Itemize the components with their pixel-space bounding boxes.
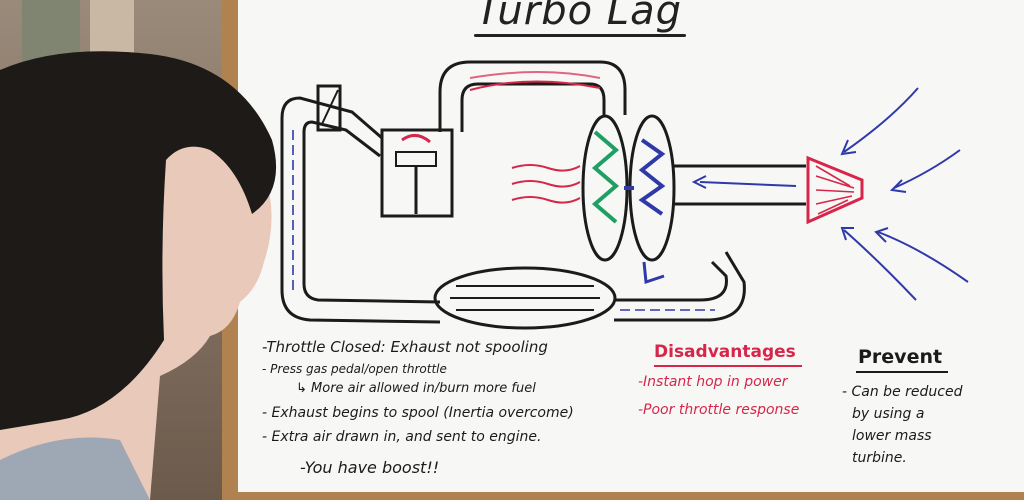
prevent-line-4: turbine. bbox=[852, 450, 907, 466]
disadvantages-heading: Disadvantages bbox=[654, 342, 796, 362]
shelf-jar bbox=[90, 0, 134, 58]
whiteboard bbox=[238, 0, 1024, 492]
throttle-body bbox=[316, 84, 342, 132]
note-line-5: - Extra air drawn in, and sent to engine… bbox=[262, 429, 542, 445]
prevent-line-3: lower mass bbox=[852, 428, 932, 444]
prevent-line-1: - Can be reduced bbox=[842, 384, 963, 400]
red-flow-top bbox=[469, 80, 601, 91]
presenter-shirt bbox=[0, 437, 150, 500]
air-arrow-1 bbox=[843, 87, 919, 153]
bottom-pipe bbox=[614, 260, 728, 302]
board-title: Turbo Lag bbox=[476, 0, 682, 34]
heat-wave-3 bbox=[511, 196, 581, 204]
air-arrow-3 bbox=[877, 231, 969, 283]
note-line-3: ↳ More air allowed in/burn more fuel bbox=[296, 381, 536, 396]
note-line-6: -You have boost!! bbox=[300, 458, 440, 477]
note-line-2: - Press gas pedal/open throttle bbox=[262, 362, 447, 376]
hot-intake-pipe bbox=[438, 60, 627, 132]
heat-wave-2 bbox=[511, 180, 581, 188]
title-underline bbox=[474, 34, 686, 37]
engine-cylinder bbox=[380, 128, 454, 218]
compressor-wheel bbox=[591, 130, 620, 224]
disadvantage-item-1: -Instant hop in power bbox=[638, 374, 788, 390]
note-line-4: - Exhaust begins to spool (Inertia overc… bbox=[262, 405, 574, 421]
air-filter bbox=[806, 155, 864, 225]
intake-loop-outer bbox=[280, 96, 441, 324]
air-arrow-4 bbox=[843, 229, 917, 301]
combustion-spark bbox=[401, 134, 431, 144]
intercooler bbox=[433, 266, 617, 330]
disadvantage-item-2: -Poor throttle response bbox=[638, 402, 800, 418]
blue-flow-intake bbox=[699, 181, 797, 187]
turbine-wheel bbox=[638, 138, 666, 216]
air-arrow-2 bbox=[893, 149, 961, 189]
presenter-hair bbox=[0, 51, 277, 430]
note-line-1: -Throttle Closed: Exhaust not spooling bbox=[262, 338, 548, 356]
heat-wave-1 bbox=[511, 164, 581, 172]
prevent-line-2: by using a bbox=[852, 406, 925, 422]
prevent-heading: Prevent bbox=[858, 346, 943, 368]
